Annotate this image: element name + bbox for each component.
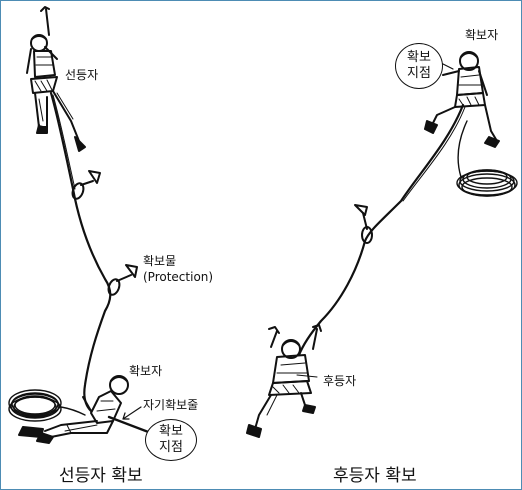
belayer-right-figure: [424, 51, 500, 148]
label-belayer-left: 확보자: [129, 364, 163, 378]
coiled-rope-right: [456, 120, 518, 197]
label-leader: 선등자: [65, 68, 99, 82]
anchor-right-line-1: 확보: [407, 49, 431, 65]
anchor-right-line-2: 지점: [407, 66, 431, 81]
anchor-left-line-2: 지점: [159, 440, 183, 455]
lead-climber-figure: [26, 6, 86, 152]
label-protection-en: (Protection): [143, 270, 214, 284]
follower-rope: [297, 103, 465, 357]
caption-follower-belay: 후등자 확보: [333, 466, 417, 486]
label-self-belay-line: 자기확보줄: [143, 398, 199, 412]
self-belay-line: [107, 415, 153, 435]
lead-rope: [49, 91, 112, 413]
caption-lead-belay: 선등자 확보: [59, 466, 143, 486]
anchor-left-line-1: 확보: [159, 423, 183, 439]
anchor-circle-left: 확보 지점: [145, 419, 197, 461]
protection-lower: [107, 264, 138, 296]
label-protection-ko: 확보물: [143, 254, 177, 268]
label-follower: 후등자: [323, 374, 357, 388]
follower-figure: [246, 324, 322, 438]
belayer-left-figure: [18, 375, 129, 444]
coiled-rope-left: [8, 389, 86, 422]
protection-upper: [71, 170, 101, 200]
self-belay-pointer: [122, 406, 142, 420]
protection-right: [354, 204, 373, 244]
label-belayer-right: 확보자: [465, 28, 499, 42]
anchor-circle-right: 확보 지점: [395, 43, 443, 89]
